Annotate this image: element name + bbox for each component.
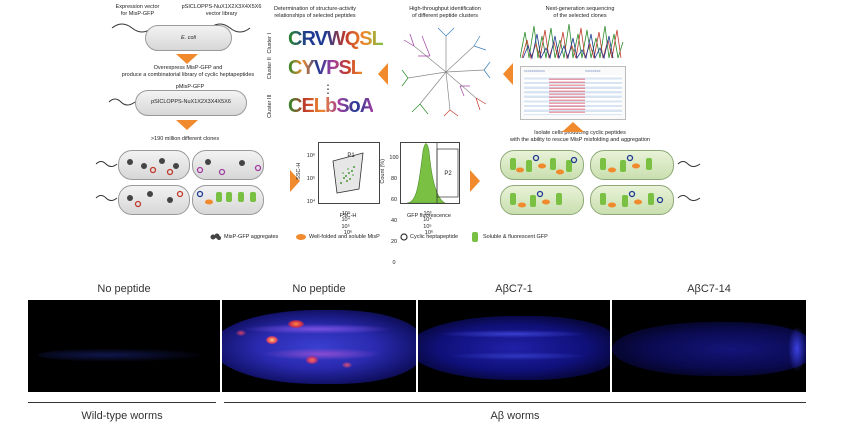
cluster-2-label: Cluster II bbox=[266, 57, 273, 80]
cluster-1-label: Cluster I bbox=[266, 33, 273, 54]
tick-label: 0 bbox=[392, 259, 396, 266]
facs-x-ticks-2: 10³ 10⁴ 10⁵ 10⁶ bbox=[400, 204, 458, 237]
arrow-up-to-ngs-icon bbox=[562, 122, 584, 132]
isolate-text: Isolate cells producing cyclic peptides … bbox=[510, 130, 650, 143]
arrow-right-to-isolate-icon bbox=[470, 170, 480, 192]
tick-label: 10⁵ bbox=[341, 223, 350, 230]
alignment-highlight bbox=[549, 77, 585, 113]
arrow-down-2-icon bbox=[176, 120, 198, 130]
gate-p2-label: P2 bbox=[444, 171, 452, 177]
worm-image-wildtype bbox=[28, 300, 220, 392]
legend: MisP-GFP aggregates Well-folded and solu… bbox=[210, 232, 660, 244]
tick-label: 10⁵ bbox=[306, 175, 316, 182]
tick-label: 20 bbox=[390, 238, 398, 245]
chromatogram-icon bbox=[520, 23, 624, 60]
legend-label: Cyclic heptapeptide bbox=[410, 234, 459, 240]
clones-text: >190 million different clones bbox=[150, 136, 220, 142]
worm-image-abeta-no-peptide bbox=[222, 300, 416, 392]
ngs-title: Next-generation sequencing of the select… bbox=[545, 6, 615, 19]
overexpress-text: Overexpress MisP-GFP and produce a combi… bbox=[121, 65, 255, 78]
legend-label: MisP-GFP aggregates bbox=[224, 234, 279, 240]
tick-label: 60 bbox=[390, 196, 398, 203]
tick-label: 10⁴ bbox=[423, 217, 432, 223]
facs-plot-scatter: P1 bbox=[318, 142, 380, 204]
ring-icon bbox=[400, 233, 410, 241]
tick-label: 10⁶ bbox=[343, 230, 353, 236]
sequence-logo-1: CRVWQSL bbox=[288, 28, 384, 50]
library-cell: pSICLOPPS-NuX1X2X3X4X5X6 bbox=[135, 90, 247, 116]
sequence-alignment-box: ccccccccccc cccccccc bbox=[520, 66, 626, 120]
plasmid-strands-right-icon bbox=[677, 161, 701, 201]
phylogenetic-tree-icon bbox=[401, 27, 491, 117]
pmisp-label: pMisP-GFP bbox=[175, 84, 205, 90]
logo-ellipsis: ⋮ bbox=[322, 82, 334, 96]
tick-label: 10⁴ bbox=[306, 198, 316, 205]
sequence-logo-3: CELbSoA bbox=[288, 95, 374, 117]
tick-label: 10³ bbox=[341, 210, 350, 217]
facs-histogram-icon bbox=[406, 143, 459, 204]
tick-label: 10³ bbox=[423, 210, 432, 217]
arrow-left-to-tree-icon bbox=[503, 63, 513, 85]
folded-protein-icon bbox=[295, 233, 307, 241]
gfp-barrel-icon bbox=[470, 232, 480, 242]
hts-title: High-throughput identification of differ… bbox=[409, 6, 481, 19]
tick-label: 10⁴ bbox=[341, 217, 350, 223]
worm-image-abeta-c7-14 bbox=[612, 300, 806, 392]
wild-type-bracket bbox=[28, 402, 216, 403]
expression-vector-label: Expression vector for MisP-GFP bbox=[115, 4, 160, 17]
aggregate-icon bbox=[210, 233, 222, 241]
tick-label: 80 bbox=[390, 175, 398, 182]
panel-title-4: AβC7-14 bbox=[687, 283, 731, 295]
facs-plot-histogram: P2 bbox=[400, 142, 460, 204]
gate-p1-label: P1 bbox=[347, 153, 355, 159]
arrow-right-to-facs-icon bbox=[290, 170, 300, 192]
plasmid-strand-left-icon bbox=[108, 98, 136, 106]
abeta-label: Aβ worms bbox=[490, 410, 540, 422]
tick-label: 10⁶ bbox=[424, 230, 434, 236]
legend-label: Soluble & fluorescent GFP bbox=[483, 234, 548, 240]
facs-xlabel-1: FSC-H bbox=[339, 213, 357, 219]
worm-image-abeta-c7-1 bbox=[418, 300, 610, 392]
plasmid-strands-left-icon bbox=[95, 161, 118, 201]
facs-y-ticks-1: 10⁶ 10⁵ 10⁴ bbox=[305, 146, 317, 212]
clone-cell-2 bbox=[192, 150, 264, 180]
tick-label: 10⁵ bbox=[423, 223, 432, 230]
facs-scatter-gate-icon bbox=[332, 152, 364, 194]
sequence-logo-2: CYVPSL bbox=[288, 57, 363, 79]
sequence-text: ccccccccccc cccccccc bbox=[524, 69, 601, 73]
facs-xlabel-2: GFP fluorescence bbox=[407, 213, 451, 219]
clone-contents-icon bbox=[127, 158, 262, 208]
abeta-bracket bbox=[224, 402, 806, 403]
tick-label: 100 bbox=[389, 154, 399, 161]
tick-label: 40 bbox=[390, 217, 398, 224]
sar-title: Determination of structure-activity rela… bbox=[274, 6, 356, 19]
cluster-3-label: Cluster III bbox=[266, 94, 273, 119]
panel-title-2: No peptide bbox=[292, 283, 346, 295]
legend-label: Well-folded and soluble MisP bbox=[309, 234, 380, 240]
facs-ylabel-2: Count (%) bbox=[379, 158, 386, 184]
panel-title-1: No peptide bbox=[97, 283, 151, 295]
panel-title-3: AβC7-1 bbox=[495, 283, 533, 295]
pipeline-schematic: Expression vector for MisP-GFP pSICLOPPS… bbox=[95, 4, 701, 266]
facs-x-ticks-1: 10³ 10⁴ 10⁵ 10⁶ bbox=[318, 204, 378, 237]
rescued-cell-3 bbox=[500, 185, 584, 215]
facs-y-ticks-2: 100 80 60 40 20 0 bbox=[388, 142, 400, 279]
facs-ylabel-1: SSC-H bbox=[295, 162, 302, 180]
psiclopps-label: pSICLOPPS-NuX1X2X3X4X5X6 bbox=[151, 99, 231, 105]
arrow-left-to-logos-icon bbox=[378, 63, 388, 85]
ecoli-cell: E. coli bbox=[145, 25, 232, 51]
ecoli-label: E. coli bbox=[181, 35, 196, 41]
wild-type-label: Wild-type worms bbox=[81, 410, 163, 422]
library-vector-label: pSICLOPPS-NuX1X2X3X4X5X6 vector library bbox=[181, 4, 262, 17]
arrow-down-1-icon bbox=[176, 54, 198, 64]
tick-label: 10⁶ bbox=[306, 152, 316, 159]
rescued-contents-icon bbox=[510, 154, 664, 208]
